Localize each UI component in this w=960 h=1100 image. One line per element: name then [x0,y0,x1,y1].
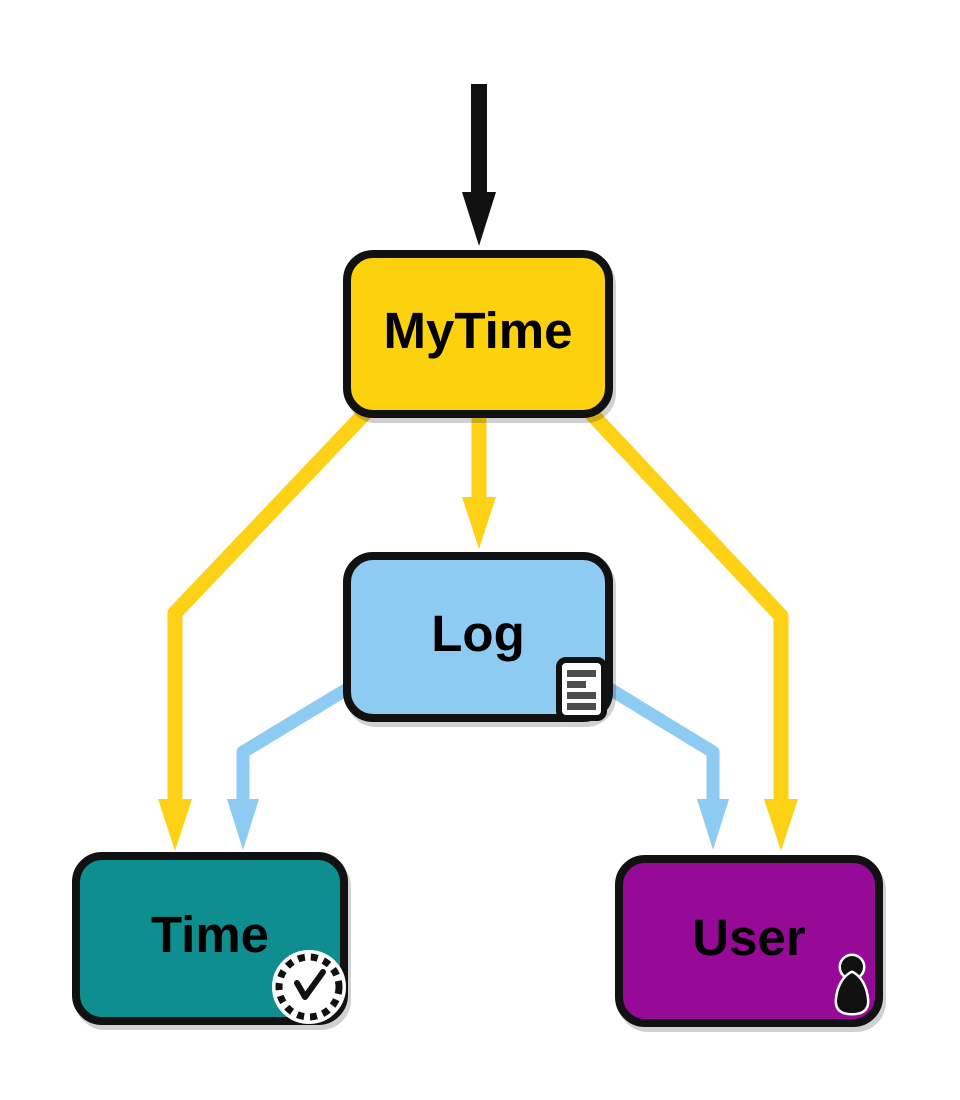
arrowhead-down-icon [462,497,496,549]
edge-shaft [236,680,356,802]
node-time[interactable]: Time [72,852,348,1025]
node-user-label: User [692,908,806,966]
node-time-label: Time [150,906,270,963]
edge-mytime-to-time [158,404,374,851]
arrowhead-down-icon [158,799,192,851]
node-log-label: Log [431,604,525,662]
node-mytime[interactable]: MyTime [343,250,613,418]
edge-shaft [167,404,374,802]
edge-mytime-to-user [582,404,798,851]
edge-entry-to-mytime [462,84,496,246]
document-icon [556,657,607,721]
edge-log-to-user [601,680,729,850]
edge-log-to-time [227,680,356,850]
arrowhead-down-icon [462,192,496,246]
person-icon [834,953,870,1016]
node-user[interactable]: User [615,855,883,1027]
arrowhead-down-icon [764,799,798,851]
edge-shaft [601,680,720,802]
node-log[interactable]: Log [343,552,613,722]
clock-icon [272,950,346,1024]
edge-shaft [582,404,789,802]
node-mytime-label: MyTime [383,301,573,359]
arrowhead-down-icon [227,799,259,850]
arrowhead-down-icon [697,799,729,850]
edge-mytime-to-log [462,414,496,549]
